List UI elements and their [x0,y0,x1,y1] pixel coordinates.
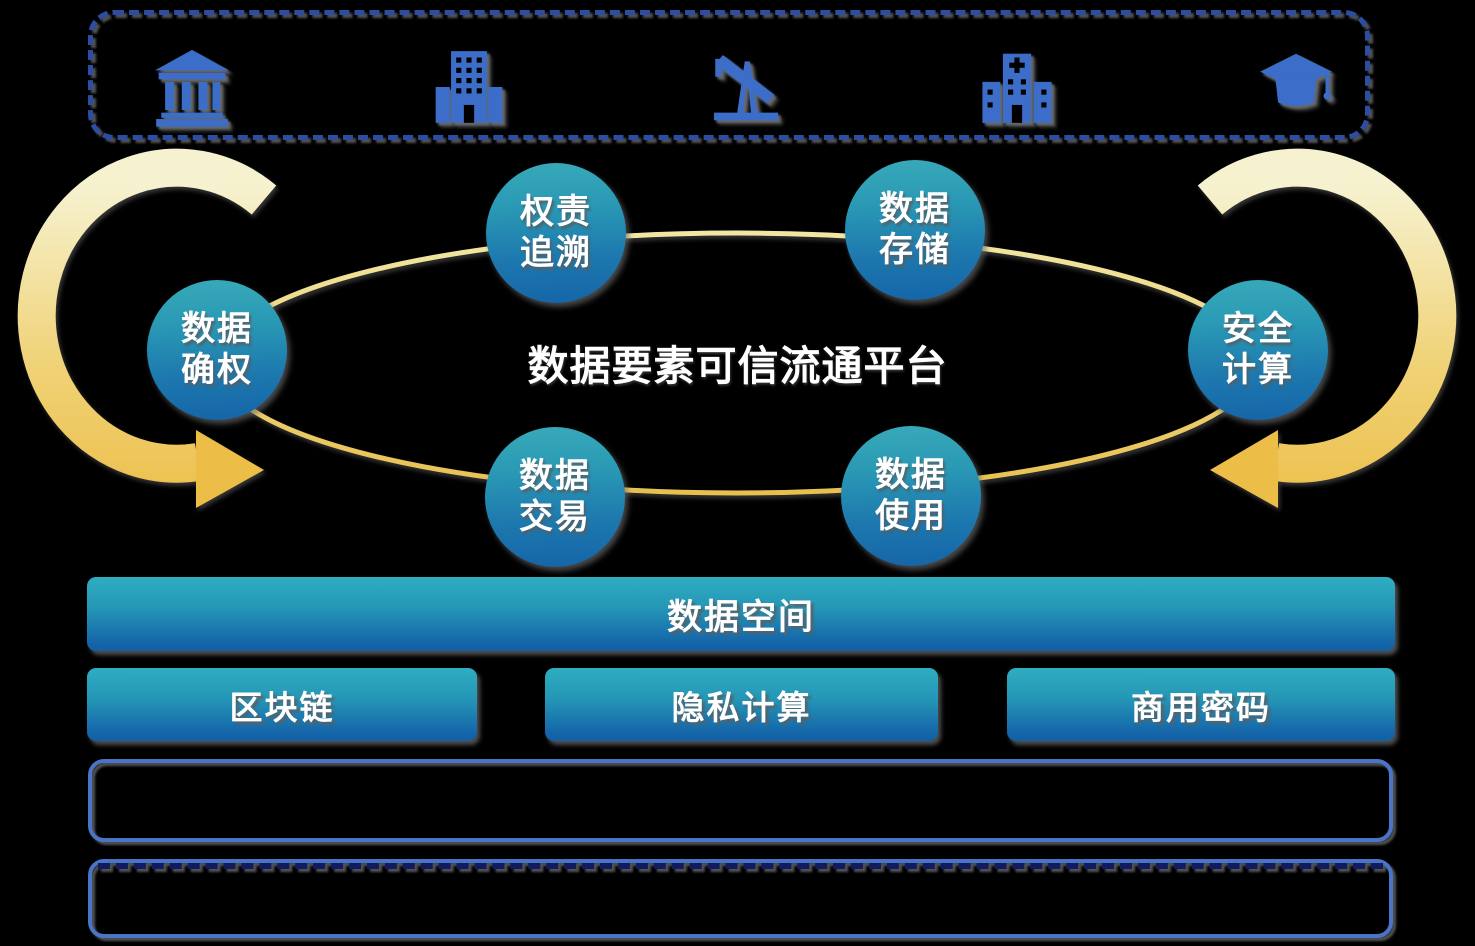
tech-box-blockchain: 区块链 [87,668,477,741]
node-label-line: 存储 [879,231,951,269]
banner-label: 数据空间 [666,597,815,637]
node-label-line: 使用 [875,497,947,535]
bottom-panel-2 [88,859,1393,938]
cycle-node-secure-computation: 安全 计算 [1188,280,1328,420]
node-label-line: 安全 [1222,309,1294,348]
left-cycle-arrowhead [196,430,264,508]
dashed-divider [98,863,1383,869]
node-label-line: 数据 [875,455,947,494]
node-label-line: 数据 [879,189,951,228]
industry-icons-panel [88,10,1370,140]
tech-box-commercial-cryptography: 商用密码 [1007,668,1395,741]
cycle-node-data-usage: 数据 使用 [841,426,981,566]
bottom-panel-1 [88,759,1393,842]
cycle-node-data-trading: 数据 交易 [485,427,625,567]
node-label-line: 追溯 [520,234,592,272]
bank-icon [150,45,234,129]
tech-box-label: 隐私计算 [671,688,812,726]
node-label-line: 交易 [519,498,591,536]
node-label-line: 权责 [520,192,592,231]
right-cycle-arrowhead [1210,430,1278,508]
hospital-icon [975,45,1059,129]
cycle-node-data-storage: 数据 存储 [845,160,985,300]
oil-pumpjack-icon [704,45,788,129]
graduation-cap-icon [1254,45,1338,129]
cycle-node-data-ownership: 数据 确权 [147,280,287,420]
tech-box-label: 区块链 [229,688,335,726]
cycle-node-responsibility-tracing: 权责 追溯 [486,163,626,303]
node-label-line: 数据 [181,309,253,348]
node-label-line: 计算 [1222,351,1294,389]
cycle-center-title: 数据要素可信流通平台 [527,343,948,389]
tech-box-label: 商用密码 [1131,688,1271,726]
node-label-line: 数据 [519,456,591,495]
data-space-banner: 数据空间 [87,577,1395,651]
office-building-icon [427,45,511,129]
node-label-line: 确权 [181,351,253,389]
tech-box-privacy-computing: 隐私计算 [545,668,938,741]
